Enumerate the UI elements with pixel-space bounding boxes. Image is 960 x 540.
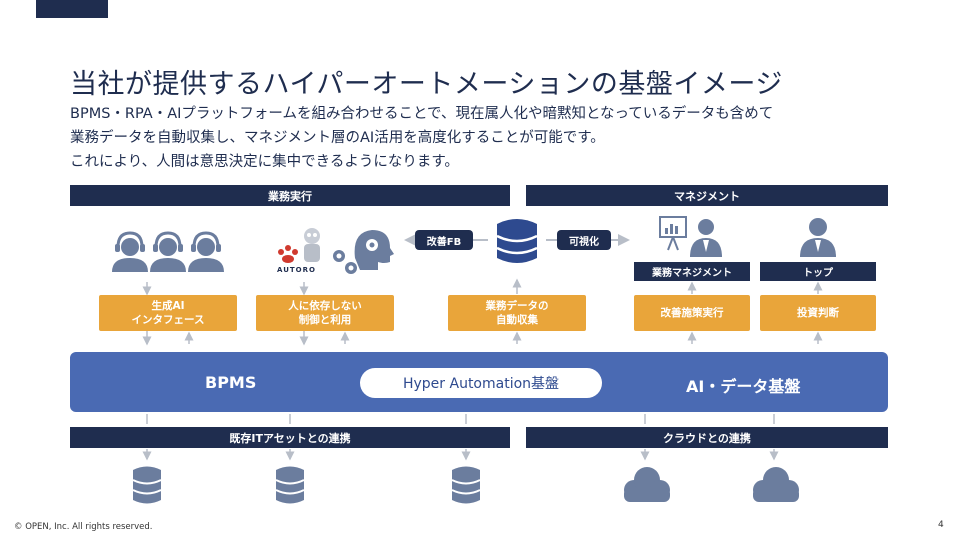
gears-icon (333, 250, 357, 274)
cloud-icon-2 (753, 467, 799, 502)
box-business-data-collection: 業務データの 自動収集 (448, 295, 586, 331)
robot-logo-icon (278, 228, 320, 263)
box-investment-line1: 投資判断 (797, 306, 839, 319)
presentation-board-icon (659, 216, 722, 257)
autoro-logo-text: AUTORO (277, 266, 316, 274)
box-generative-ai-line2: インタフェース (131, 314, 205, 326)
band-ai-data-label: AI・データ基盤 (686, 377, 801, 396)
box-generative-ai-line1: 生成AI (151, 299, 185, 312)
top-accent-bar (36, 0, 108, 18)
page-title: 当社が提供するハイパーオートメーションの基盤イメージ (70, 69, 783, 100)
box-person-independent-line1: 人に依存しない (288, 299, 362, 312)
business-management-label: 業務マネジメント (634, 262, 750, 281)
database-icon-2 (275, 466, 305, 504)
box-business-data-line1: 業務データの (485, 299, 549, 312)
lead-line-3: これにより、人間は意思決定に集中できるようになります。 (70, 154, 459, 170)
band-bpms-label: BPMS (205, 373, 257, 392)
top-label: トップ (760, 262, 876, 281)
band-hyper-automation-label: Hyper Automation基盤 (360, 368, 602, 398)
page-number: 4 (938, 520, 944, 530)
box-generative-ai-interface: 生成AI インタフェース (99, 295, 237, 331)
section-header-execution: 業務実行 (70, 185, 510, 206)
box-person-independent-control: 人に依存しない 制御と利用 (256, 295, 394, 331)
lead-line-1: BPMS・RPA・AIプラットフォームを組み合わせることで、現在属人化や暗黙知と… (70, 106, 774, 122)
box-improvement-execution: 改善施策実行 (634, 295, 750, 331)
box-investment-decision: 投資判断 (760, 295, 876, 331)
cloud-integration-bar: クラウドとの連携 (526, 427, 888, 448)
box-improvement-line1: 改善施策実行 (660, 306, 724, 319)
ai-head-icon (354, 230, 394, 270)
visualize-label: 可視化 (557, 230, 611, 250)
section-header-management: マネジメント (526, 185, 888, 206)
database-icon-1 (132, 466, 162, 504)
central-database-icon (496, 219, 538, 263)
feedback-label: 改善FB (415, 230, 473, 250)
operator-icon-3 (188, 231, 224, 272)
box-business-data-line2: 自動収集 (496, 314, 538, 326)
cloud-icon-1 (624, 467, 670, 502)
lead-line-2: 業務データを自動収集し、マネジメント層のAI活用を高度化することが可能です。 (70, 130, 605, 146)
copyright-footer: © OPEN, Inc. All rights reserved. (14, 522, 153, 532)
database-icon-3 (451, 466, 481, 504)
box-person-independent-line2: 制御と利用 (298, 314, 352, 326)
legacy-it-integration-bar: 既存ITアセットとの連携 (70, 427, 510, 448)
operator-icon-1 (112, 231, 148, 272)
operator-icon-2 (150, 231, 186, 272)
executive-icon (800, 218, 836, 257)
